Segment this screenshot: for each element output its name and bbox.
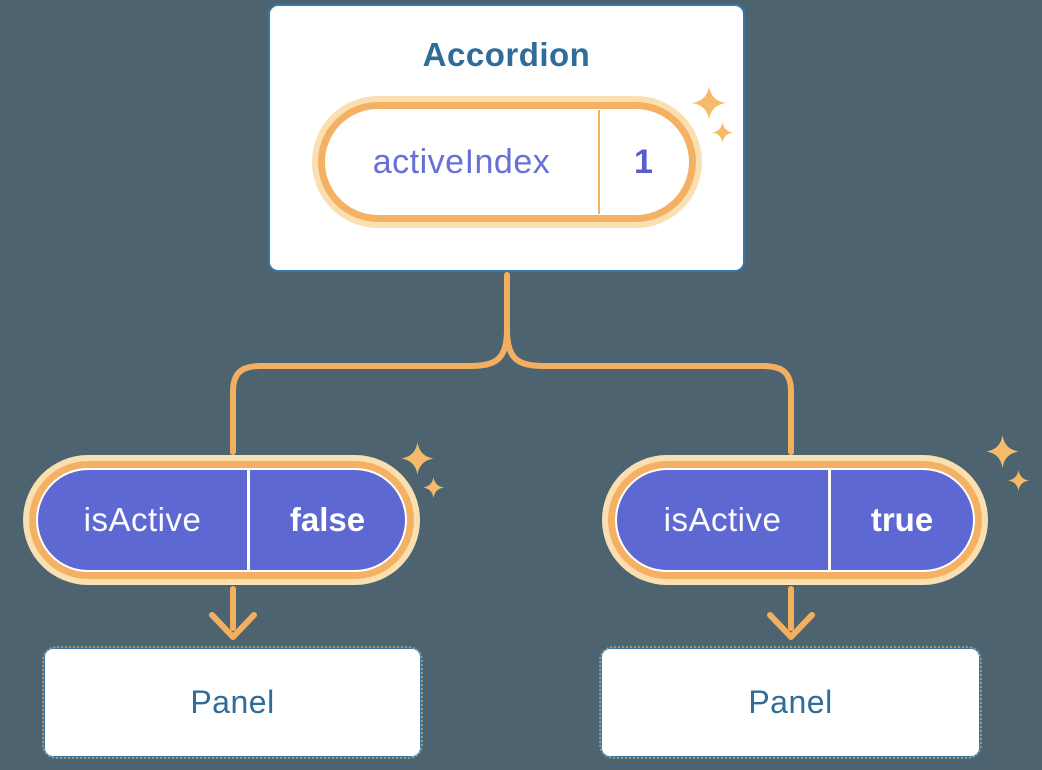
sparkle-icon bbox=[986, 435, 1019, 468]
prop-pill-ring: isActive true bbox=[608, 461, 982, 579]
prop-value: true bbox=[870, 501, 934, 538]
panel-node-left: Panel bbox=[42, 646, 423, 759]
connector-branch-left bbox=[230, 327, 510, 455]
prop-pill-right: isActive true bbox=[602, 455, 988, 585]
prop-pill-ring: isActive false bbox=[29, 461, 414, 579]
accordion-title: Accordion bbox=[422, 36, 591, 73]
prop-value: false bbox=[289, 501, 366, 538]
accordion-node: Accordion activeIndex 1 bbox=[268, 4, 745, 272]
state-value: 1 bbox=[634, 142, 653, 181]
pill-divider bbox=[247, 470, 250, 570]
prop-label: isActive bbox=[83, 501, 202, 538]
sparkle-icon bbox=[692, 86, 726, 120]
connector-branch-right bbox=[504, 327, 794, 455]
panel-title: Panel bbox=[190, 684, 275, 720]
state-label: activeIndex bbox=[372, 142, 551, 181]
arrow-down-icon bbox=[209, 586, 257, 640]
sparkle-icon bbox=[1008, 470, 1029, 491]
sparkle-icon bbox=[423, 477, 444, 498]
panel-node-right: Panel bbox=[599, 646, 982, 759]
panel-title: Panel bbox=[748, 684, 833, 720]
state-pill-ring: activeIndex 1 bbox=[317, 102, 696, 222]
sparkle-icon bbox=[401, 442, 434, 475]
prop-label: isActive bbox=[663, 501, 782, 538]
prop-pill-left: isActive false bbox=[23, 455, 420, 585]
arrow-down-icon bbox=[767, 586, 815, 640]
state-pill: activeIndex 1 bbox=[311, 96, 702, 228]
sparkle-icon bbox=[712, 122, 733, 143]
pill-divider bbox=[828, 470, 831, 570]
pill-divider bbox=[597, 110, 600, 214]
